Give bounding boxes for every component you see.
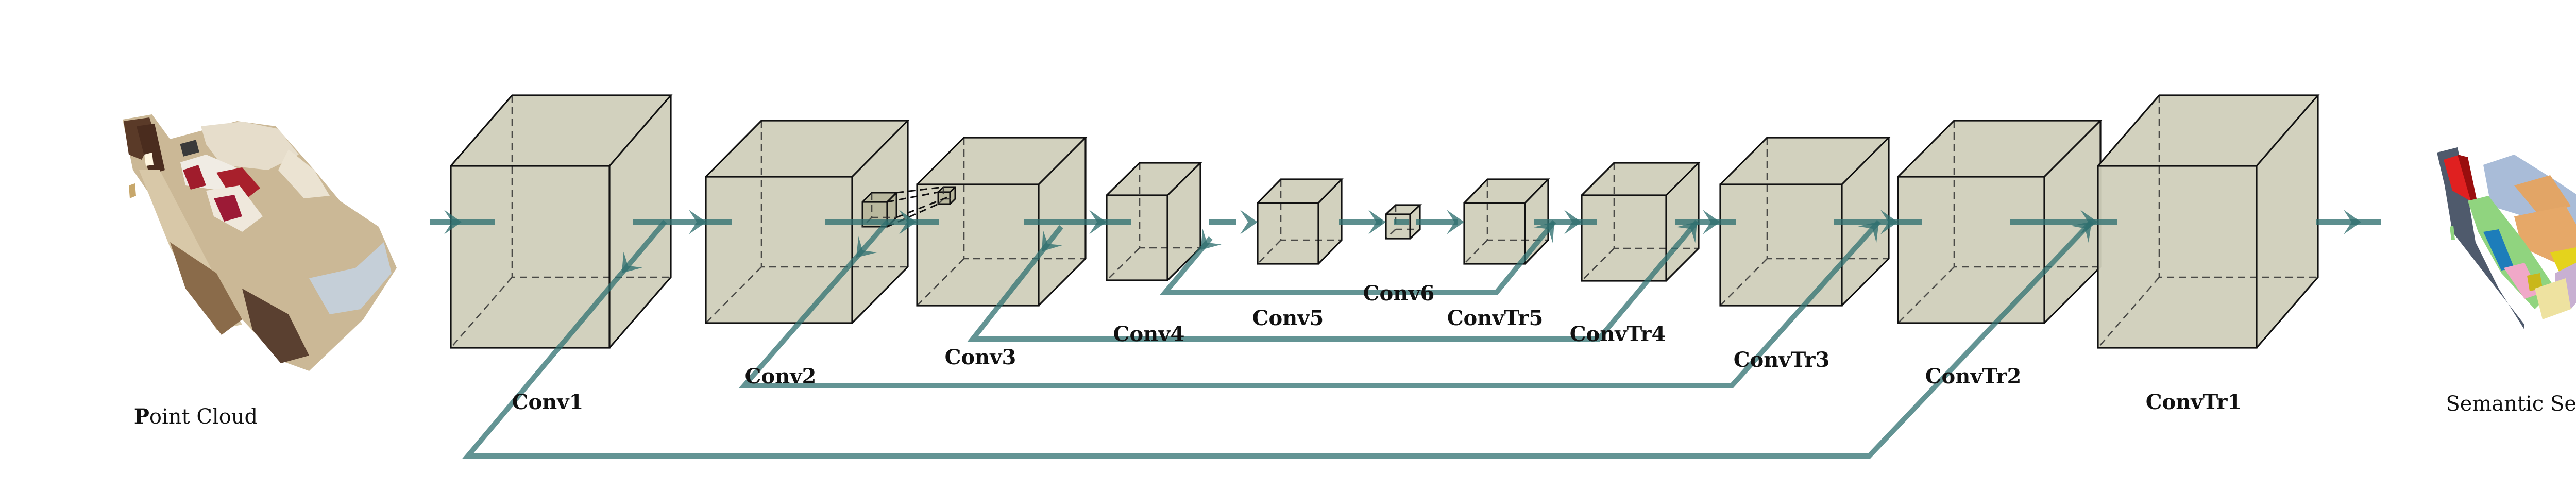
skip-conv4-convtr4 <box>967 219 1699 342</box>
layer-label-conv4: Conv4 <box>1113 322 1185 346</box>
layer-block-conv2 <box>705 120 910 324</box>
flow-arrowhead-icon <box>899 210 917 234</box>
layer-labels: Conv1 Conv2 Conv3 Conv4 Conv5 Conv6ConvTr5Con… <box>512 281 2242 414</box>
semantic-segmentation-image <box>2437 147 2576 330</box>
kernel-projection-lines <box>887 186 951 228</box>
layer-block-convtr1 <box>2097 94 2320 349</box>
cube-edges <box>1463 178 1550 265</box>
flow-arrowhead-icon <box>2344 210 2361 234</box>
skip-conv5-convtr5 <box>1160 219 1556 295</box>
cube-hidden-edges <box>1385 205 1420 239</box>
flow-arrowhead-icon <box>1703 210 1720 234</box>
cube-hidden-edges <box>1464 179 1548 264</box>
layer-label-convtr2: ConvTr2 <box>1925 364 2022 388</box>
kernel-edges <box>938 186 956 204</box>
layer-label-convtr1: ConvTr1 <box>2146 390 2242 414</box>
skip-conv3-convtr3-return-arrowhead <box>856 236 877 258</box>
cube-hidden-edges <box>1257 179 1342 264</box>
skip-conv4-convtr4-return-arrowhead <box>1042 230 1062 251</box>
layer-label-convtr4: ConvTr4 <box>1570 322 1666 346</box>
layer-label-convtr5: ConvTr5 <box>1447 306 1544 330</box>
layer-block-convtr3 <box>1719 137 1891 307</box>
cube-edges <box>1719 137 1891 307</box>
flow-arrowhead-icon <box>1240 210 1258 234</box>
skip-conv3-convtr3 <box>738 219 1881 388</box>
skip-conv3-convtr3-arrowhead <box>1858 222 1879 243</box>
convolution-kernel-illustration <box>861 186 956 228</box>
point-cloud-caption: Point Cloud <box>134 404 258 429</box>
skip-conv2-convtr2-return-arrowhead <box>621 251 642 274</box>
layer-label-conv6: Conv6 <box>1363 281 1435 306</box>
layer-block-convtr5 <box>1463 178 1550 265</box>
skip-conv5-convtr5-return-arrowhead <box>1200 228 1222 250</box>
flow-arrowhead-icon <box>1089 210 1107 234</box>
skip-conv2-convtr2 <box>462 219 2094 459</box>
cube-hidden-edges <box>1581 163 1699 281</box>
flow-arrowhead-icon <box>1880 210 1898 234</box>
layer-block-conv5 <box>1257 178 1344 265</box>
flow-arrowhead-icon <box>1564 210 1582 234</box>
skip-connections <box>462 219 2094 459</box>
semantic-segmentation-caption: Semantic Segmentation <box>2446 392 2576 416</box>
skip-conv4-convtr4-arrowhead <box>1676 222 1697 243</box>
flow-arrowhead-icon <box>1368 210 1386 234</box>
layer-label-convtr3: ConvTr3 <box>1734 348 1830 372</box>
layer-label-conv1: Conv1 <box>512 390 584 414</box>
layer-blocks <box>450 94 2320 349</box>
kernel-cube-conv3-icon <box>937 186 956 205</box>
skip-conv5-convtr5-arrowhead <box>1534 222 1554 243</box>
point-cloud-image <box>123 114 397 371</box>
layer-label-conv2: Conv2 <box>745 364 817 388</box>
cube-edges <box>916 137 1088 307</box>
flow-arrowhead-icon <box>689 210 706 234</box>
layer-label-conv3: Conv3 <box>945 345 1016 369</box>
cube-edges <box>2097 94 2320 349</box>
cube-edges <box>450 94 673 349</box>
layer-block-conv3 <box>916 137 1088 307</box>
layer-block-conv1 <box>450 94 673 349</box>
cube-hidden-edges <box>2097 95 2318 348</box>
cube-hidden-edges <box>1106 163 1200 281</box>
flow-arrowhead-icon <box>444 210 462 234</box>
flow-arrowhead-icon <box>1447 210 1464 234</box>
cube-hidden-edges <box>705 121 908 324</box>
cube-edges <box>705 120 910 324</box>
cube-edges <box>1385 204 1422 240</box>
cube-edges <box>1581 162 1701 282</box>
cube-edges <box>1257 178 1344 265</box>
cube-fill <box>1107 163 1200 280</box>
flow-arrowhead-icon <box>2080 210 2098 234</box>
forward-flow-arrows <box>430 210 2381 234</box>
layer-label-conv5: Conv5 <box>1252 306 1324 330</box>
layer-block-convtr2 <box>1897 120 2103 324</box>
cube-hidden-edges <box>917 138 1086 306</box>
